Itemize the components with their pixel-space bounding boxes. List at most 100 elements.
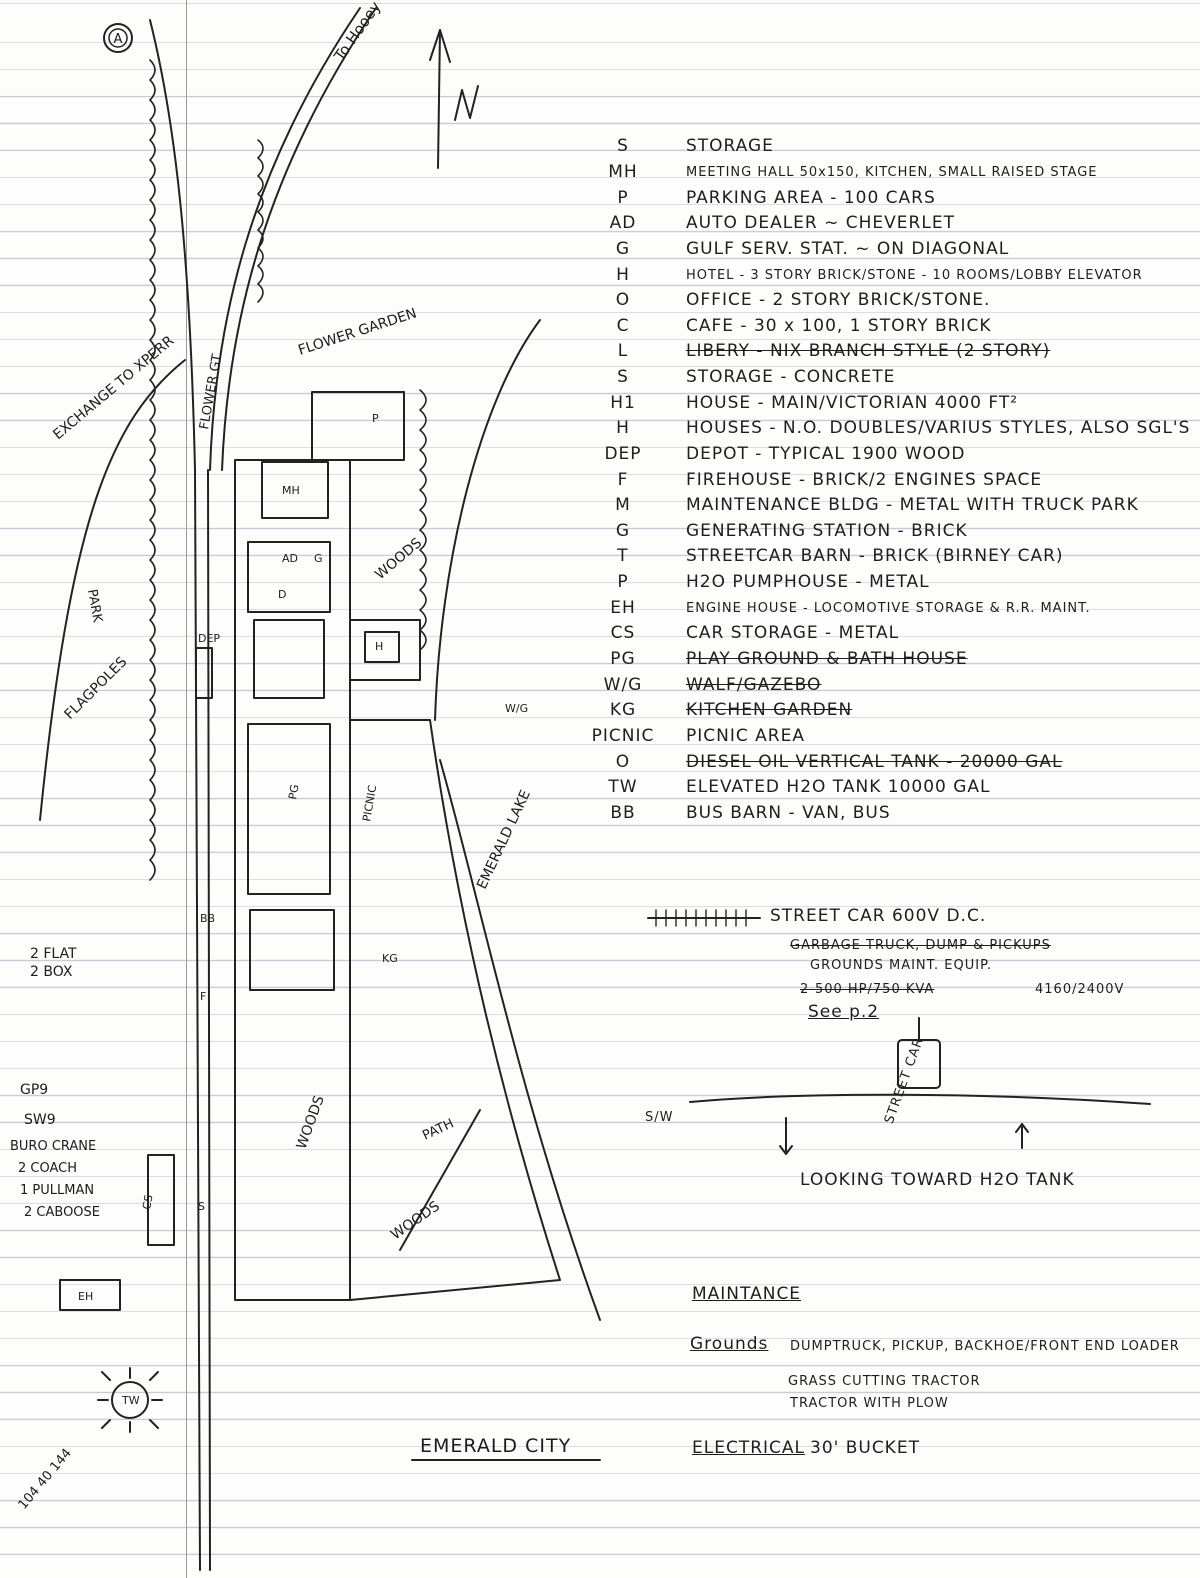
note-grounds-line3: TRACTOR WITH PLOW: [790, 1396, 949, 1411]
building-label: PICNIC: [360, 784, 379, 823]
roster-item: SW9: [24, 1112, 56, 1128]
page-badge: A: [103, 23, 133, 53]
legend-desc: ENGINE HOUSE - LOCOMOTIVE STORAGE & R.R.…: [686, 601, 1091, 616]
margin-line: [186, 0, 187, 1578]
legend-desc: CAR STORAGE - METAL: [686, 623, 900, 643]
legend-code: L: [617, 341, 629, 361]
legend-desc: STORAGE: [686, 136, 774, 156]
legend-code: KG: [609, 700, 637, 720]
legend-desc: ELEVATED H2O TANK 10000 GAL: [686, 777, 991, 797]
label-woods-1: WOODS: [372, 535, 425, 583]
building-label: F: [200, 990, 206, 1003]
woods-edge-left: [149, 59, 156, 881]
legend-desc: STORAGE - CONCRETE: [686, 367, 896, 387]
note-maintance: MAINTANCE: [692, 1284, 802, 1304]
map-title: EMERALD CITY: [420, 1435, 571, 1457]
legend-code: P: [617, 188, 629, 208]
legend-desc: HOUSES - N.O. DOUBLES/VARIUS STYLES, ALS…: [686, 418, 1191, 438]
building-label: P: [372, 412, 379, 425]
building-label: S: [198, 1200, 205, 1213]
legend-code: T: [617, 546, 629, 566]
mainline-track-upper: [209, 7, 361, 471]
legend-desc: LIBERY - NIX BRANCH STYLE (2 STORY): [686, 341, 1051, 361]
legend-desc: PICNIC AREA: [686, 726, 805, 746]
roster-item: 2 COACH: [18, 1161, 77, 1176]
legend-desc: OFFICE - 2 STORY BRICK/STONE.: [686, 290, 991, 310]
building-label: BB: [200, 912, 215, 925]
legend-code: TW: [608, 777, 638, 797]
building-label: DEP: [198, 632, 220, 645]
roster-item: GP9: [20, 1082, 48, 1098]
legend-desc: STREETCAR BARN - BRICK (BIRNEY CAR): [686, 546, 1064, 566]
legend-desc: AUTO DEALER ~ CHEVERLET: [686, 213, 955, 233]
legend-desc: DIESEL OIL VERTICAL TANK - 20000 GAL: [686, 752, 1063, 772]
building-label: MH: [282, 484, 300, 497]
legend-code: C: [616, 316, 630, 336]
note-electrical-value: 30' BUCKET: [810, 1438, 920, 1458]
depot: [195, 647, 213, 699]
town-block-east: [349, 719, 561, 1301]
building-label: CS: [140, 1194, 155, 1211]
engine-house: [59, 1279, 121, 1311]
legend-desc: WALF/GAZEBO: [686, 675, 822, 695]
legend-code: P: [617, 572, 629, 592]
building-label: G: [314, 552, 323, 565]
note-grounds-line1: DUMPTRUCK, PICKUP, BACKHOE/FRONT END LOA…: [790, 1339, 1180, 1354]
legend-code: MH: [608, 162, 638, 182]
building-label: EH: [78, 1290, 93, 1303]
rolling-stock-roster: 2 FLAT 2 BOX GP9 SW9 BURO CRANE 2 COACH …: [10, 946, 100, 1220]
emerald-lake-shore: [439, 759, 601, 1321]
label-woods-3: WOODS: [388, 1198, 443, 1243]
page-number: 104 40 144: [16, 1446, 75, 1513]
legend-code: S: [617, 367, 629, 387]
water-tower: [111, 1381, 149, 1419]
legend-code: CS: [610, 623, 636, 643]
label-emerald-lake: EMERALD LAKE: [474, 788, 534, 892]
label-flagpoles: FLAGPOLES: [62, 654, 131, 723]
label-park: PARK: [84, 588, 105, 624]
building-label: H: [375, 640, 383, 653]
legend-code: F: [617, 470, 629, 490]
building-labels: P MH AD G D H W/G KG PICNIC DEP BB F EH …: [78, 412, 528, 1407]
building-label: AD: [282, 552, 298, 565]
legend-code: W/G: [603, 675, 643, 695]
note-looking-toward: LOOKING TOWARD H2O TANK: [800, 1170, 1075, 1190]
legend-desc: PARKING AREA - 100 CARS: [686, 188, 936, 208]
legend-desc: GULF SERV. STAT. ~ ON DIAGONAL: [686, 239, 1010, 259]
note-see-page: See p.2: [808, 1002, 880, 1022]
note-grounds-label: Grounds: [690, 1334, 769, 1354]
legend-code: PICNIC: [591, 726, 655, 746]
legend-code: H: [616, 265, 630, 285]
note-sw: S/W: [645, 1110, 674, 1125]
building-label: KG: [382, 952, 398, 965]
legend-desc: CAFE - 30 x 100, 1 STORY BRICK: [686, 316, 992, 336]
label-woods-2: WOODS: [294, 1094, 328, 1152]
legend-desc: MAINTENANCE BLDG - METAL WITH TRUCK PARK: [686, 495, 1139, 515]
legend-desc: PLAY GROUND & BATH HOUSE: [686, 649, 968, 669]
legend-code: H: [616, 418, 630, 438]
legend-code: M: [615, 495, 631, 515]
legend-code: AD: [609, 213, 637, 233]
building-label: TW: [121, 1394, 140, 1407]
page-badge-label: A: [114, 32, 123, 47]
legend-desc: HOTEL - 3 STORY BRICK/STONE - 10 ROOMS/L…: [686, 268, 1143, 283]
legend-code: O: [615, 290, 631, 310]
legend-code: S: [617, 136, 629, 156]
label-exchange: EXCHANGE TO XPERR: [50, 333, 177, 443]
note-streetcar: STREET CAR 600V D.C.: [770, 906, 987, 926]
legend-code: EH: [610, 598, 636, 618]
legend-desc: GENERATING STATION - BRICK: [686, 521, 968, 541]
legend-desc: HOUSE - MAIN/VICTORIAN 4000 FT²: [686, 393, 1019, 413]
legend-code: DEP: [604, 444, 642, 464]
roster-item: 2 BOX: [30, 964, 73, 980]
building-label: W/G: [505, 702, 528, 715]
label-path: PATH: [420, 1116, 456, 1143]
label-flower-gt: FLOWER GT.: [197, 350, 225, 430]
legend-desc: H2O PUMPHOUSE - METAL: [686, 572, 930, 592]
mainline-track: [149, 19, 201, 1571]
north-arrow-icon: [429, 29, 479, 169]
legend-code: O: [615, 752, 631, 772]
note-power-voltage: 4160/2400V: [1035, 982, 1125, 997]
meeting-hall: [261, 461, 329, 519]
